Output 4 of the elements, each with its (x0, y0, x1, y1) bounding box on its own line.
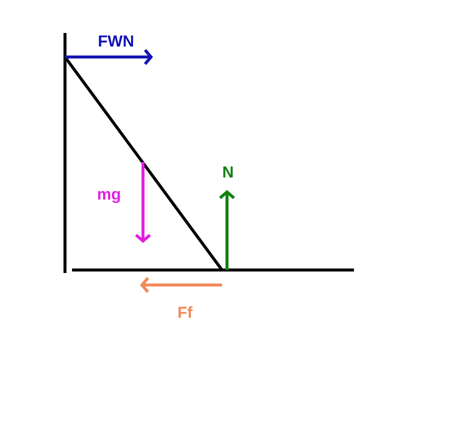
force-label: mg (98, 191, 120, 203)
force-label: N (223, 166, 233, 178)
force-label: FWN (98, 36, 134, 46)
force-label: Ff (178, 306, 193, 318)
